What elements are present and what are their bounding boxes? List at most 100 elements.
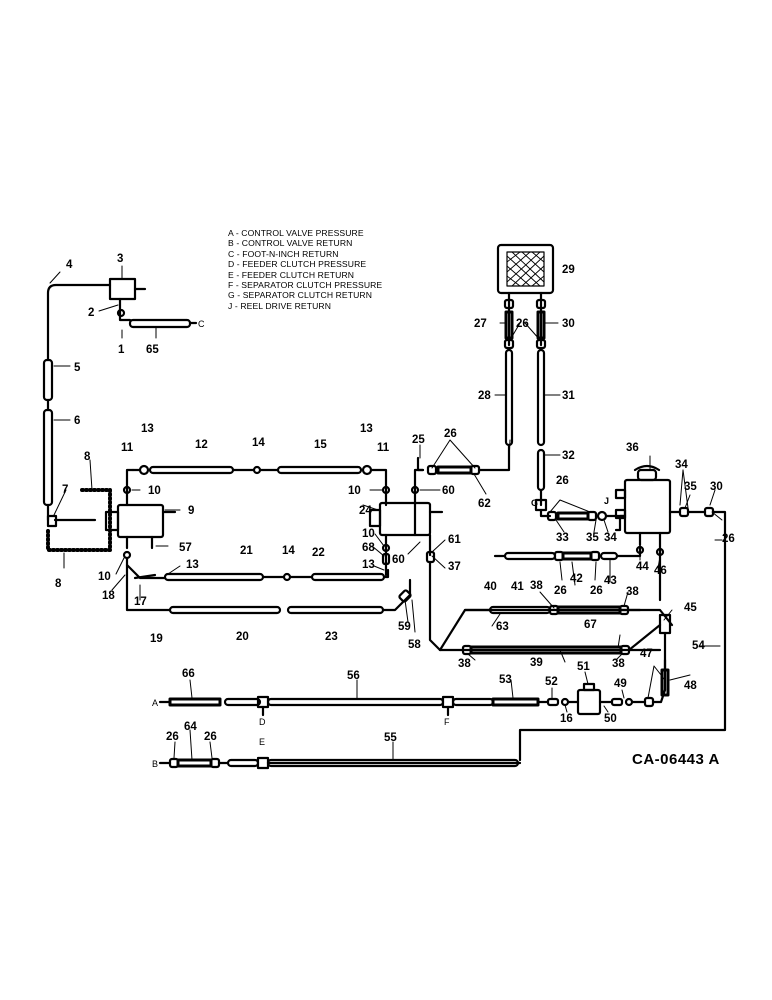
part-label: 13 xyxy=(141,423,154,435)
part-label: 10 xyxy=(348,485,361,497)
part-label: 47 xyxy=(640,648,653,660)
part-label: 51 xyxy=(577,661,590,673)
part-label: 20 xyxy=(236,631,249,643)
part-label: 26 xyxy=(516,318,529,330)
legend-item: B - CONTROL VALVE RETURN xyxy=(228,238,353,249)
legend-item: A - CONTROL VALVE PRESSURE xyxy=(228,228,364,238)
upper-left-lines xyxy=(42,277,198,522)
legend-item: D - FEEDER CLUTCH PRESSURE xyxy=(228,259,367,270)
part-label: 64 xyxy=(184,721,197,733)
valve-3 xyxy=(108,277,137,301)
part-label: 17 xyxy=(134,596,147,608)
part-label: 60 xyxy=(442,485,455,497)
part-label: G xyxy=(531,498,538,508)
part-label: 30 xyxy=(562,318,575,330)
part-label: 26 xyxy=(444,428,457,440)
part-label: 60 xyxy=(392,554,405,566)
part-label: 26 xyxy=(722,533,735,545)
part-label: 62 xyxy=(478,498,491,510)
part-label: 10 xyxy=(362,528,375,540)
part-label: 10 xyxy=(98,571,111,583)
part-label: 8 xyxy=(84,451,91,463)
part-label: 13 xyxy=(186,559,199,571)
line-55 xyxy=(158,756,522,770)
part-label: 33 xyxy=(556,532,569,544)
legend: A - CONTROL VALVE PRESSURE B - CONTROL V… xyxy=(228,228,382,311)
part-label: 5 xyxy=(74,362,81,374)
part-label: 53 xyxy=(499,674,512,686)
connection-letters: C A B D E F xyxy=(152,319,450,769)
part-label: 26 xyxy=(204,731,217,743)
part-label: 43 xyxy=(604,575,617,587)
part-label: 23 xyxy=(325,631,338,643)
part-label: 26 xyxy=(166,731,179,743)
part-label: 8 xyxy=(55,578,62,590)
part-label: 41 xyxy=(511,581,524,593)
part-label: 57 xyxy=(179,542,192,554)
part-label: 48 xyxy=(684,680,697,692)
part-label: 13 xyxy=(362,559,375,571)
connection-letter: C xyxy=(198,319,205,329)
part-label: 9 xyxy=(188,505,194,517)
part-label: 28 xyxy=(478,390,491,402)
part-label: 26 xyxy=(590,585,603,597)
part-label: 32 xyxy=(562,450,575,462)
leader-lines xyxy=(49,265,723,761)
part-label: 38 xyxy=(612,658,625,670)
legend-item: J - REEL DRIVE RETURN xyxy=(228,300,332,311)
part-label: 10 xyxy=(148,485,161,497)
line-56 xyxy=(158,658,670,717)
cooler-29 xyxy=(478,243,555,518)
part-label: J xyxy=(604,496,609,506)
part-label: 1 xyxy=(118,344,125,356)
part-label: 52 xyxy=(545,676,558,688)
part-label: 31 xyxy=(562,390,575,402)
part-label: 34 xyxy=(604,532,617,544)
connection-letter: B xyxy=(152,759,158,769)
part-label: 61 xyxy=(448,534,461,546)
part-label: 44 xyxy=(636,561,649,573)
part-label: 12 xyxy=(195,439,208,451)
part-label: 35 xyxy=(684,481,697,493)
part-label: 11 xyxy=(121,442,134,454)
legend-item: E - FEEDER CLUTCH RETURN xyxy=(228,269,355,280)
part-label: 34 xyxy=(675,459,688,471)
connection-letter: A xyxy=(152,698,158,708)
line-12-15 xyxy=(131,464,391,507)
line-21-22 xyxy=(125,556,412,615)
part-label: 42 xyxy=(570,573,583,585)
part-label: 21 xyxy=(240,545,253,557)
part-label: 36 xyxy=(626,442,639,454)
part-label: 35 xyxy=(586,532,599,544)
part-label: 38 xyxy=(458,658,471,670)
part-label: 27 xyxy=(474,318,487,330)
part-label: 6 xyxy=(74,415,80,427)
part-label: 14 xyxy=(252,437,265,449)
legend-item: F - SEPARATOR CLUTCH PRESSURE xyxy=(228,280,383,291)
part-label: 59 xyxy=(398,621,411,633)
part-label: 29 xyxy=(562,264,575,276)
part-labels: 3 4 2 1 65 5 6 8 7 8 9 10 10 11 13 12 14… xyxy=(55,253,735,744)
part-label: 19 xyxy=(150,633,163,645)
left-block-9 xyxy=(46,468,177,560)
legend-item: G - SEPARATOR CLUTCH RETURN xyxy=(228,290,373,301)
part-label: 25 xyxy=(412,434,425,446)
part-label: 15 xyxy=(314,439,327,451)
part-label: 68 xyxy=(362,542,375,554)
part-label: 13 xyxy=(360,423,373,435)
part-label: 46 xyxy=(654,565,667,577)
part-label: 24 xyxy=(359,505,372,517)
connection-letter: E xyxy=(259,737,265,747)
part-label: 7 xyxy=(62,484,68,496)
part-label: 67 xyxy=(584,619,597,631)
part-label: 22 xyxy=(312,547,325,559)
drawing-code: CA-06443 A xyxy=(632,751,720,768)
part-label: 2 xyxy=(88,307,94,319)
part-label: 39 xyxy=(530,657,543,669)
connection-letter: F xyxy=(444,717,450,727)
part-label: 56 xyxy=(347,670,360,682)
part-label: 38 xyxy=(530,580,543,592)
part-label: 3 xyxy=(117,253,123,265)
block-9 xyxy=(116,503,165,539)
